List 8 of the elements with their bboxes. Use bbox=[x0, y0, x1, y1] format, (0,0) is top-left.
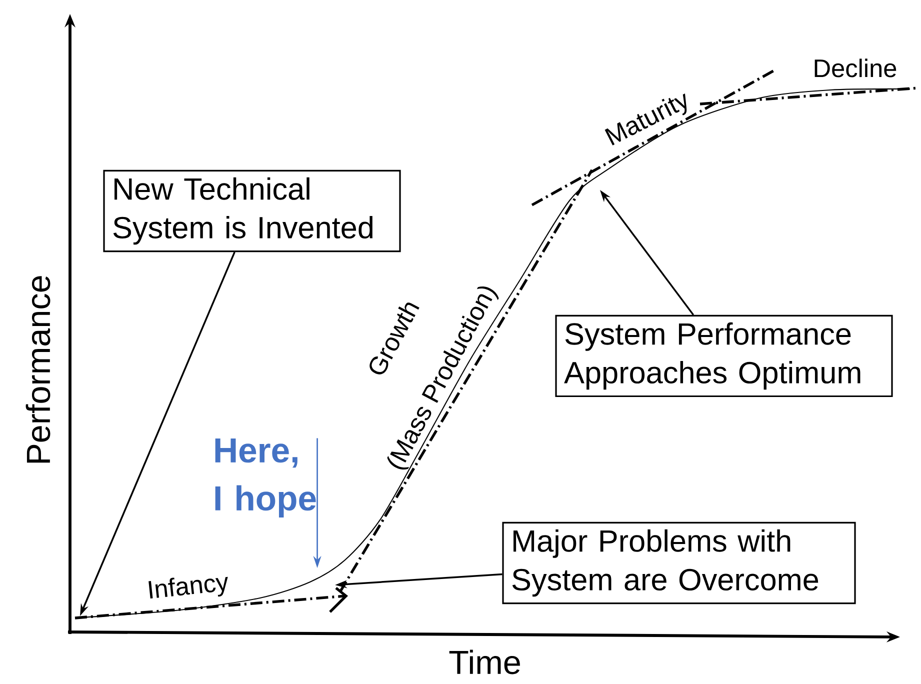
phase-label: Infancy bbox=[148, 576, 228, 598]
text-box: Major Problems with System are Overcome bbox=[502, 522, 856, 604]
text-box: New Technical System is Invented bbox=[103, 170, 401, 252]
phase-label: Decline bbox=[814, 58, 896, 78]
axis-label: Time bbox=[449, 650, 520, 674]
note-text: Here, I hope bbox=[215, 438, 316, 518]
axis-label: Performance bbox=[26, 276, 50, 463]
text-box: System Performance Approaches Optimum bbox=[555, 314, 893, 398]
